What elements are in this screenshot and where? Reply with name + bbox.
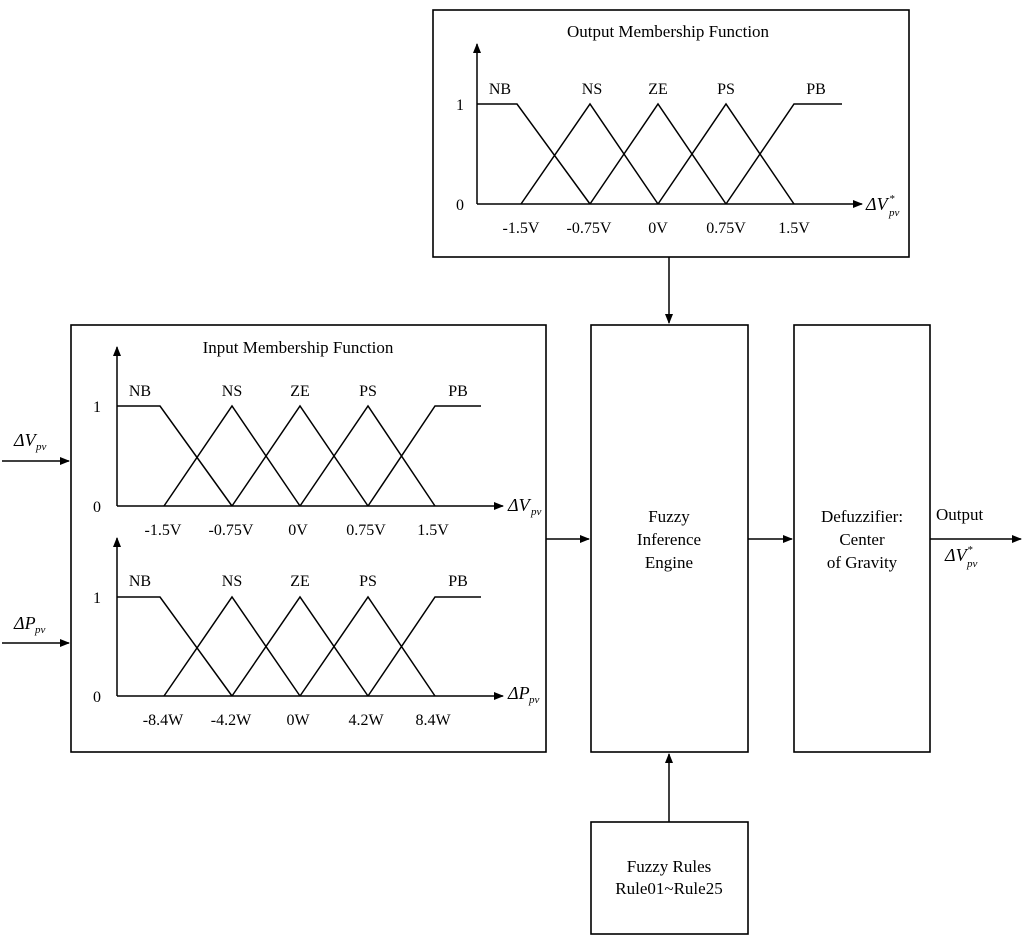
dv-y-tick-1: 1 bbox=[93, 399, 101, 416]
output-mf-pb bbox=[725, 103, 842, 205]
dp-x-tick: -8.4W bbox=[143, 712, 184, 729]
output-membership-block: Output Membership Function 1 0 NB NS ZE … bbox=[432, 9, 910, 258]
output-mf-ze bbox=[589, 102, 727, 205]
dv-set-label: NB bbox=[129, 383, 151, 400]
output-set-label: PB bbox=[806, 81, 826, 98]
dp-set-label: PS bbox=[359, 573, 377, 590]
output-membership-title: Output Membership Function bbox=[567, 22, 770, 41]
output-x-tick: 1.5V bbox=[778, 220, 810, 237]
dv-set-label: ZE bbox=[290, 383, 310, 400]
output-x-tick: -1.5V bbox=[503, 220, 540, 237]
dv-mf-ze bbox=[231, 404, 369, 507]
dp-axis-variable: ΔP pv bbox=[507, 683, 540, 706]
output-label: Output bbox=[936, 505, 984, 524]
output-membership-chart: 1 0 NB NS ZE PS PB -1.5V -0.75V 0V 0.75V… bbox=[456, 43, 900, 237]
output-mf-ps bbox=[657, 102, 795, 205]
output-axis-var: ΔV bbox=[865, 194, 890, 214]
dv-axis-sub: pv bbox=[530, 506, 542, 518]
dv-set-label: PS bbox=[359, 383, 377, 400]
dv-set-label: NS bbox=[222, 383, 242, 400]
defuzzifier-block: Defuzzifier: Center of Gravity bbox=[793, 324, 931, 753]
dp-y-tick-1: 1 bbox=[93, 590, 101, 607]
input-dv-signal: ΔV pv bbox=[2, 430, 70, 465]
dp-x-tick: -4.2W bbox=[211, 712, 252, 729]
output-sub: pv bbox=[966, 558, 978, 570]
dv-mf-nb bbox=[117, 405, 233, 507]
dv-y-tick-0: 0 bbox=[93, 499, 101, 516]
output-membership-box bbox=[432, 9, 910, 258]
rules-label-line1: Fuzzy Rules bbox=[627, 857, 712, 876]
dp-mf-pb bbox=[367, 596, 481, 697]
dv-mf-ps bbox=[299, 404, 436, 507]
output-axis-variable: ΔV * pv bbox=[865, 193, 900, 219]
output-mf-nb bbox=[477, 103, 591, 205]
dv-x-tick: 1.5V bbox=[417, 522, 449, 539]
dp-mf-ns bbox=[163, 595, 301, 697]
dp-mf-ps bbox=[299, 595, 436, 697]
output-var: ΔV bbox=[944, 545, 969, 565]
dp-set-label: ZE bbox=[290, 573, 310, 590]
dp-set-label: NS bbox=[222, 573, 242, 590]
input-membership-title: Input Membership Function bbox=[203, 338, 394, 357]
defuzzifier-label-line1: Defuzzifier: bbox=[821, 507, 903, 526]
fuzzy-rules-block: Fuzzy Rules Rule01~Rule25 bbox=[590, 821, 749, 935]
output-mf-ns bbox=[520, 102, 659, 205]
dv-axis-variable: ΔV pv bbox=[507, 495, 542, 518]
dp-x-tick: 4.2W bbox=[348, 712, 384, 729]
defuzzifier-label-line2: Center bbox=[839, 530, 885, 549]
input-dp-var: ΔP bbox=[13, 613, 36, 633]
output-signal: Output ΔV * pv bbox=[930, 505, 1022, 570]
dv-set-label: PB bbox=[448, 383, 468, 400]
dp-x-tick: 0W bbox=[286, 712, 310, 729]
dp-set-label: PB bbox=[448, 573, 468, 590]
input-dp-signal: ΔP pv bbox=[2, 613, 70, 647]
output-y-tick-1: 1 bbox=[456, 97, 464, 114]
engine-label-line2: Inference bbox=[637, 530, 701, 549]
output-x-tick: -0.75V bbox=[567, 220, 612, 237]
dv-axis-var: ΔV bbox=[507, 495, 532, 515]
dp-axis-var: ΔP bbox=[507, 683, 530, 703]
input-dv-sub: pv bbox=[35, 441, 47, 453]
dv-mf-pb bbox=[367, 405, 481, 507]
dv-x-tick: 0V bbox=[288, 522, 308, 539]
fuzzy-rules-box bbox=[590, 821, 749, 935]
output-set-label: PS bbox=[717, 81, 735, 98]
inference-engine-block: Fuzzy Inference Engine bbox=[590, 324, 749, 753]
engine-label-line1: Fuzzy bbox=[648, 507, 690, 526]
dv-mf-ns bbox=[163, 404, 301, 507]
input-dv-var: ΔV bbox=[13, 430, 38, 450]
dv-x-tick: -1.5V bbox=[145, 522, 182, 539]
defuzzifier-label-line3: of Gravity bbox=[827, 553, 898, 572]
input-dp-sub: pv bbox=[34, 624, 46, 636]
dv-x-tick: 0.75V bbox=[346, 522, 386, 539]
dp-x-tick: 8.4W bbox=[415, 712, 451, 729]
input-membership-block: Input Membership Function 1 0 NB NS ZE P… bbox=[70, 324, 547, 753]
output-axis-sub: pv bbox=[888, 207, 900, 219]
dp-mf-nb bbox=[117, 596, 233, 697]
rules-label-line2: Rule01~Rule25 bbox=[615, 879, 722, 898]
dp-mf-ze bbox=[231, 595, 369, 697]
engine-label-line3: Engine bbox=[645, 553, 693, 572]
dp-axis-sub: pv bbox=[528, 694, 540, 706]
output-y-tick-0: 0 bbox=[456, 197, 464, 214]
dv-x-tick: -0.75V bbox=[209, 522, 254, 539]
output-sup: * bbox=[967, 544, 973, 556]
dp-set-label: NB bbox=[129, 573, 151, 590]
output-x-tick: 0.75V bbox=[706, 220, 746, 237]
input-dv-chart: 1 0 NB NS ZE PS PB -1.5V -0.75V 0V 0.75V… bbox=[93, 346, 542, 539]
output-x-tick: 0V bbox=[648, 220, 668, 237]
output-set-label: NS bbox=[582, 81, 602, 98]
output-set-label: NB bbox=[489, 81, 511, 98]
output-set-label: ZE bbox=[648, 81, 668, 98]
input-dp-chart: 1 0 NB NS ZE PS PB -8.4W -4.2W 0W 4.2W 8… bbox=[93, 537, 540, 729]
output-axis-sup: * bbox=[889, 193, 895, 205]
dp-y-tick-0: 0 bbox=[93, 689, 101, 706]
